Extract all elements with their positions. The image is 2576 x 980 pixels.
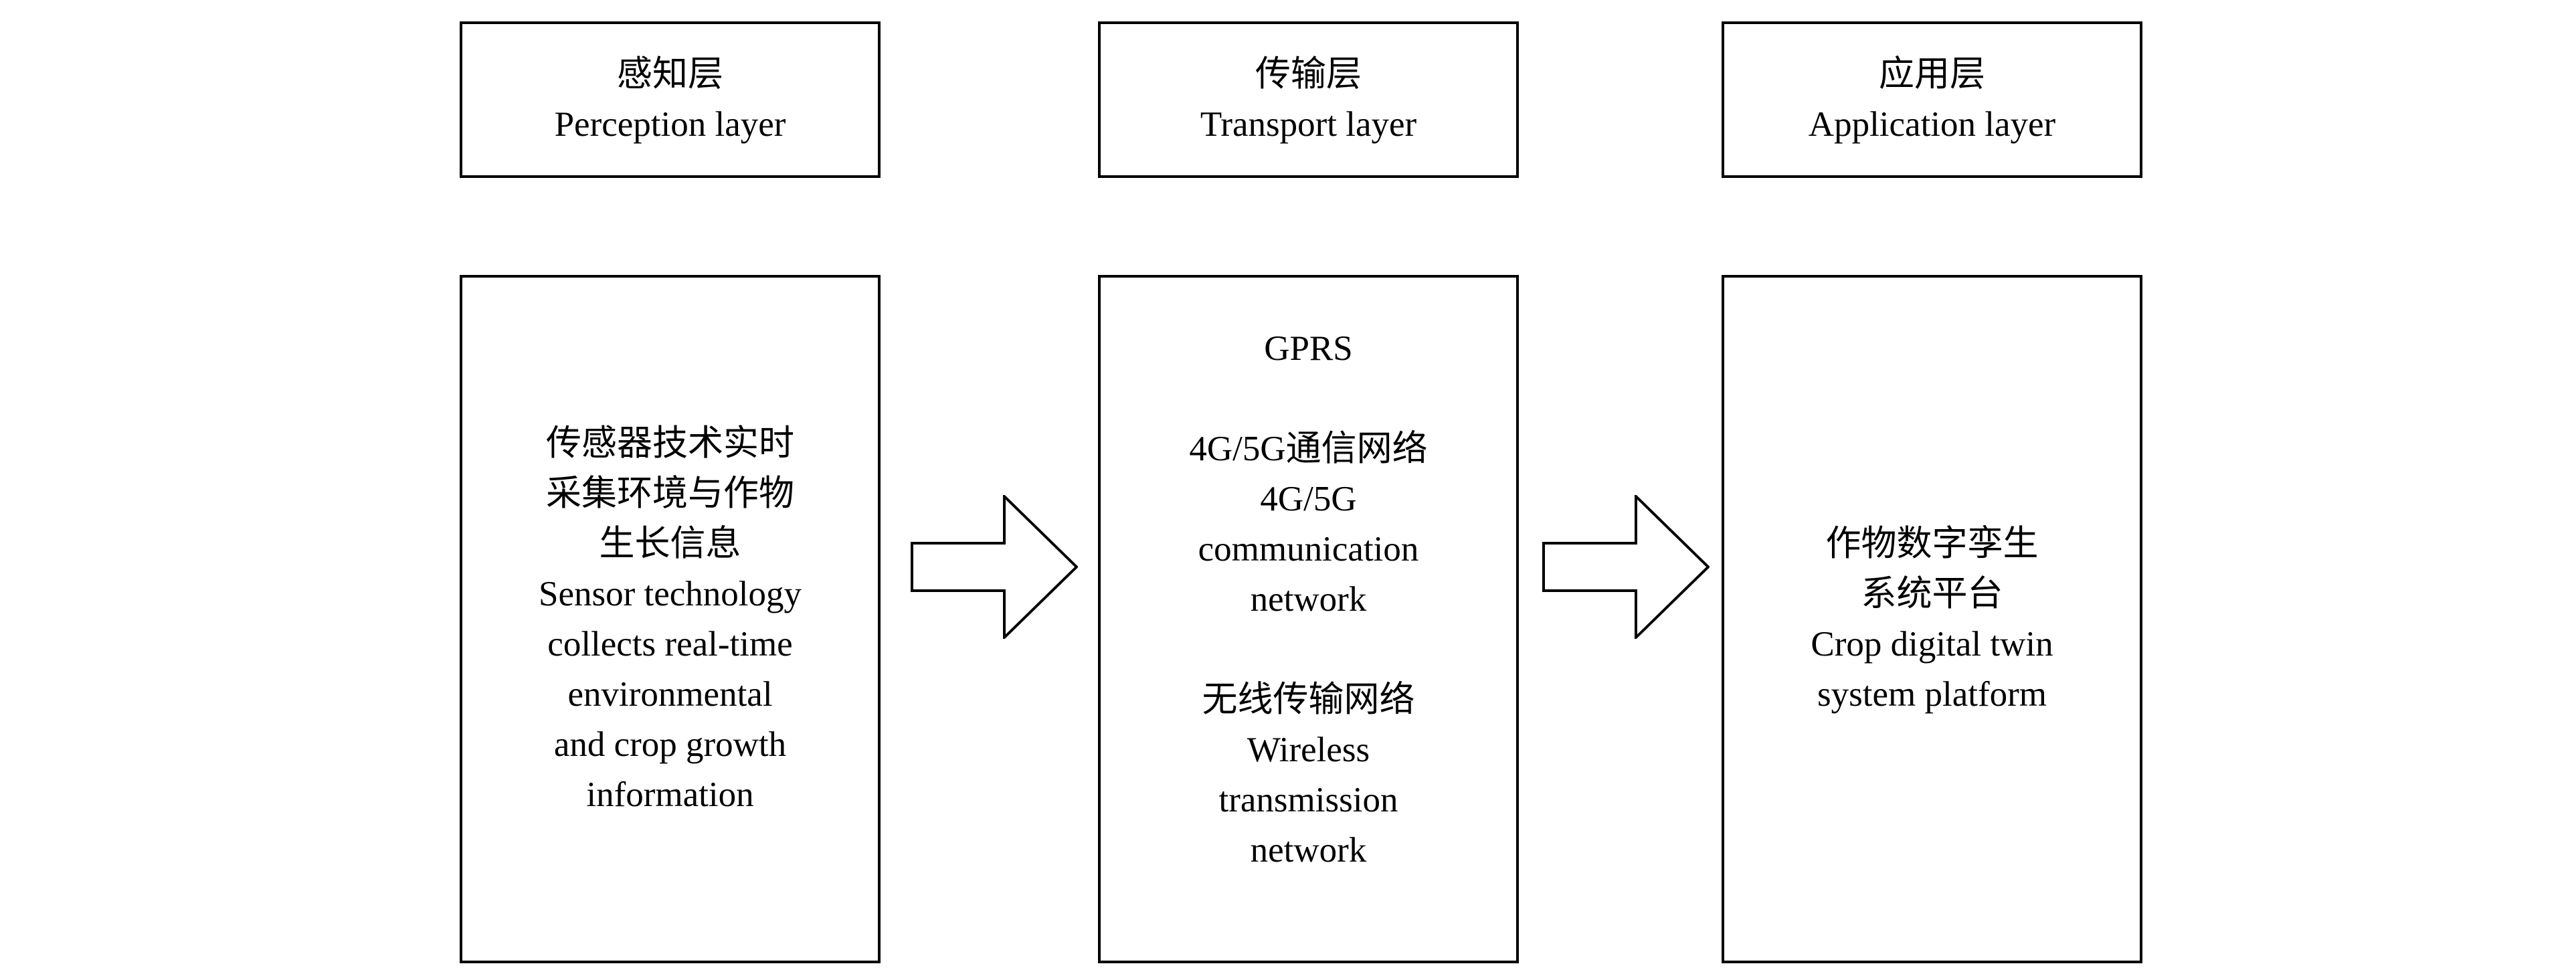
perception-text-line: Sensor technology: [538, 574, 802, 613]
perception-layer-title-zh: 感知层: [617, 55, 723, 94]
perception-text-line: and crop growth: [553, 724, 787, 764]
right-arrow-icon: [1542, 495, 1710, 639]
perception-text-line: information: [586, 775, 754, 814]
perception-layer-header: 感知层 Perception layer: [460, 21, 881, 178]
cellular-network-line: network: [1250, 580, 1367, 619]
application-layer-box: 作物数字孪生 系统平台 Crop digital twin system pla…: [1722, 275, 2142, 963]
wireless-network-line: network: [1250, 831, 1367, 870]
perception-text-line: 采集环境与作物: [546, 474, 794, 513]
perception-text-line: collects real-time: [547, 624, 793, 664]
wireless-network-line: Wireless: [1247, 730, 1370, 769]
perception-text-line: 传感器技术实时: [546, 423, 794, 463]
transport-layer-title-en: Transport layer: [1200, 105, 1417, 144]
application-text-line: system platform: [1817, 674, 2047, 714]
transport-layer-title-zh: 传输层: [1255, 55, 1362, 94]
application-text-line: Crop digital twin: [1811, 624, 2053, 664]
application-layer-title-en: Application layer: [1808, 105, 2056, 144]
wireless-network-line: transmission: [1218, 781, 1398, 819]
application-layer-header: 应用层 Application layer: [1722, 21, 2142, 178]
perception-text-line: 生长信息: [599, 524, 741, 563]
perception-text-line: environmental: [567, 674, 773, 714]
perception-layer-box: 传感器技术实时 采集环境与作物 生长信息 Sensor technology c…: [460, 275, 881, 963]
application-text-line: 系统平台: [1861, 574, 2003, 613]
gprs-label: GPRS: [1264, 329, 1353, 368]
cellular-network-line: 4G/5G: [1260, 480, 1357, 518]
application-layer-title-zh: 应用层: [1879, 55, 1985, 94]
cellular-network-line: 4G/5G通信网络: [1189, 429, 1428, 468]
application-text-line: 作物数字孪生: [1825, 524, 2039, 563]
cellular-network-line: communication: [1198, 530, 1419, 569]
transport-layer-header: 传输层 Transport layer: [1098, 21, 1519, 178]
right-arrow-icon: [911, 495, 1078, 639]
wireless-network-line: 无线传输网络: [1202, 680, 1415, 719]
transport-layer-box: GPRS 4G/5G通信网络 4G/5G communication netwo…: [1098, 275, 1519, 963]
perception-layer-title-en: Perception layer: [554, 105, 786, 144]
